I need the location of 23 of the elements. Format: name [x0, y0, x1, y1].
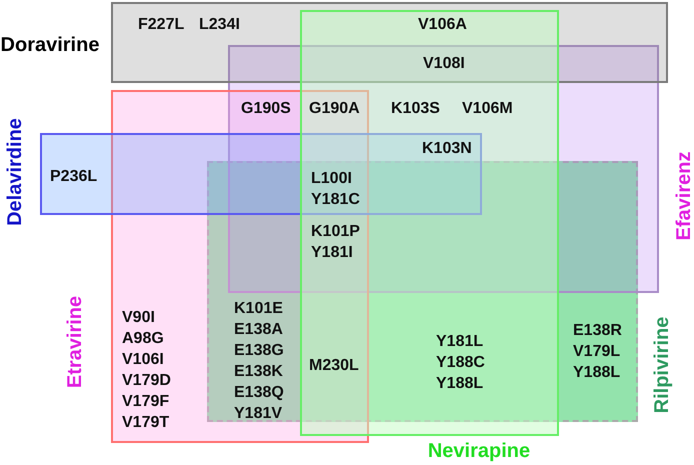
mutation-label: K103S: [391, 98, 440, 118]
drug-name: Etravirine: [65, 296, 85, 388]
mutation-label: V90I A98G V106I V179D V179F V179T: [122, 308, 171, 432]
mutation-label: P236L: [50, 166, 98, 186]
mutation-label: K101E E138A E138G E138K E138Q Y181V: [234, 298, 284, 424]
mutation-label: M230L: [309, 356, 359, 376]
drug-name: Efavirenz: [674, 152, 694, 240]
mutation-label: Y181L Y188C Y188L: [436, 332, 485, 394]
mutation-label: V106A: [418, 14, 467, 34]
drug-name: Nevirapine: [428, 441, 530, 461]
drug-name: Doravirine: [0, 35, 100, 55]
mutation-label: K103N: [422, 138, 472, 158]
mutation-label: L234I: [199, 14, 240, 34]
mutation-label: L100I Y181C: [311, 168, 360, 210]
mutation-label: V106M: [462, 98, 513, 118]
drug-name: Delavirdine: [5, 118, 25, 226]
mutation-label: K101P Y181I: [311, 222, 360, 262]
mutation-label: F227L: [138, 14, 184, 34]
mutation-label: V108I: [423, 54, 465, 74]
drug-name: Rilpivirine: [652, 316, 672, 414]
mutation-label: G190A: [309, 98, 360, 118]
mutation-label: G190S: [241, 98, 291, 118]
mutation-label: E138R V179L Y188L: [573, 320, 622, 382]
